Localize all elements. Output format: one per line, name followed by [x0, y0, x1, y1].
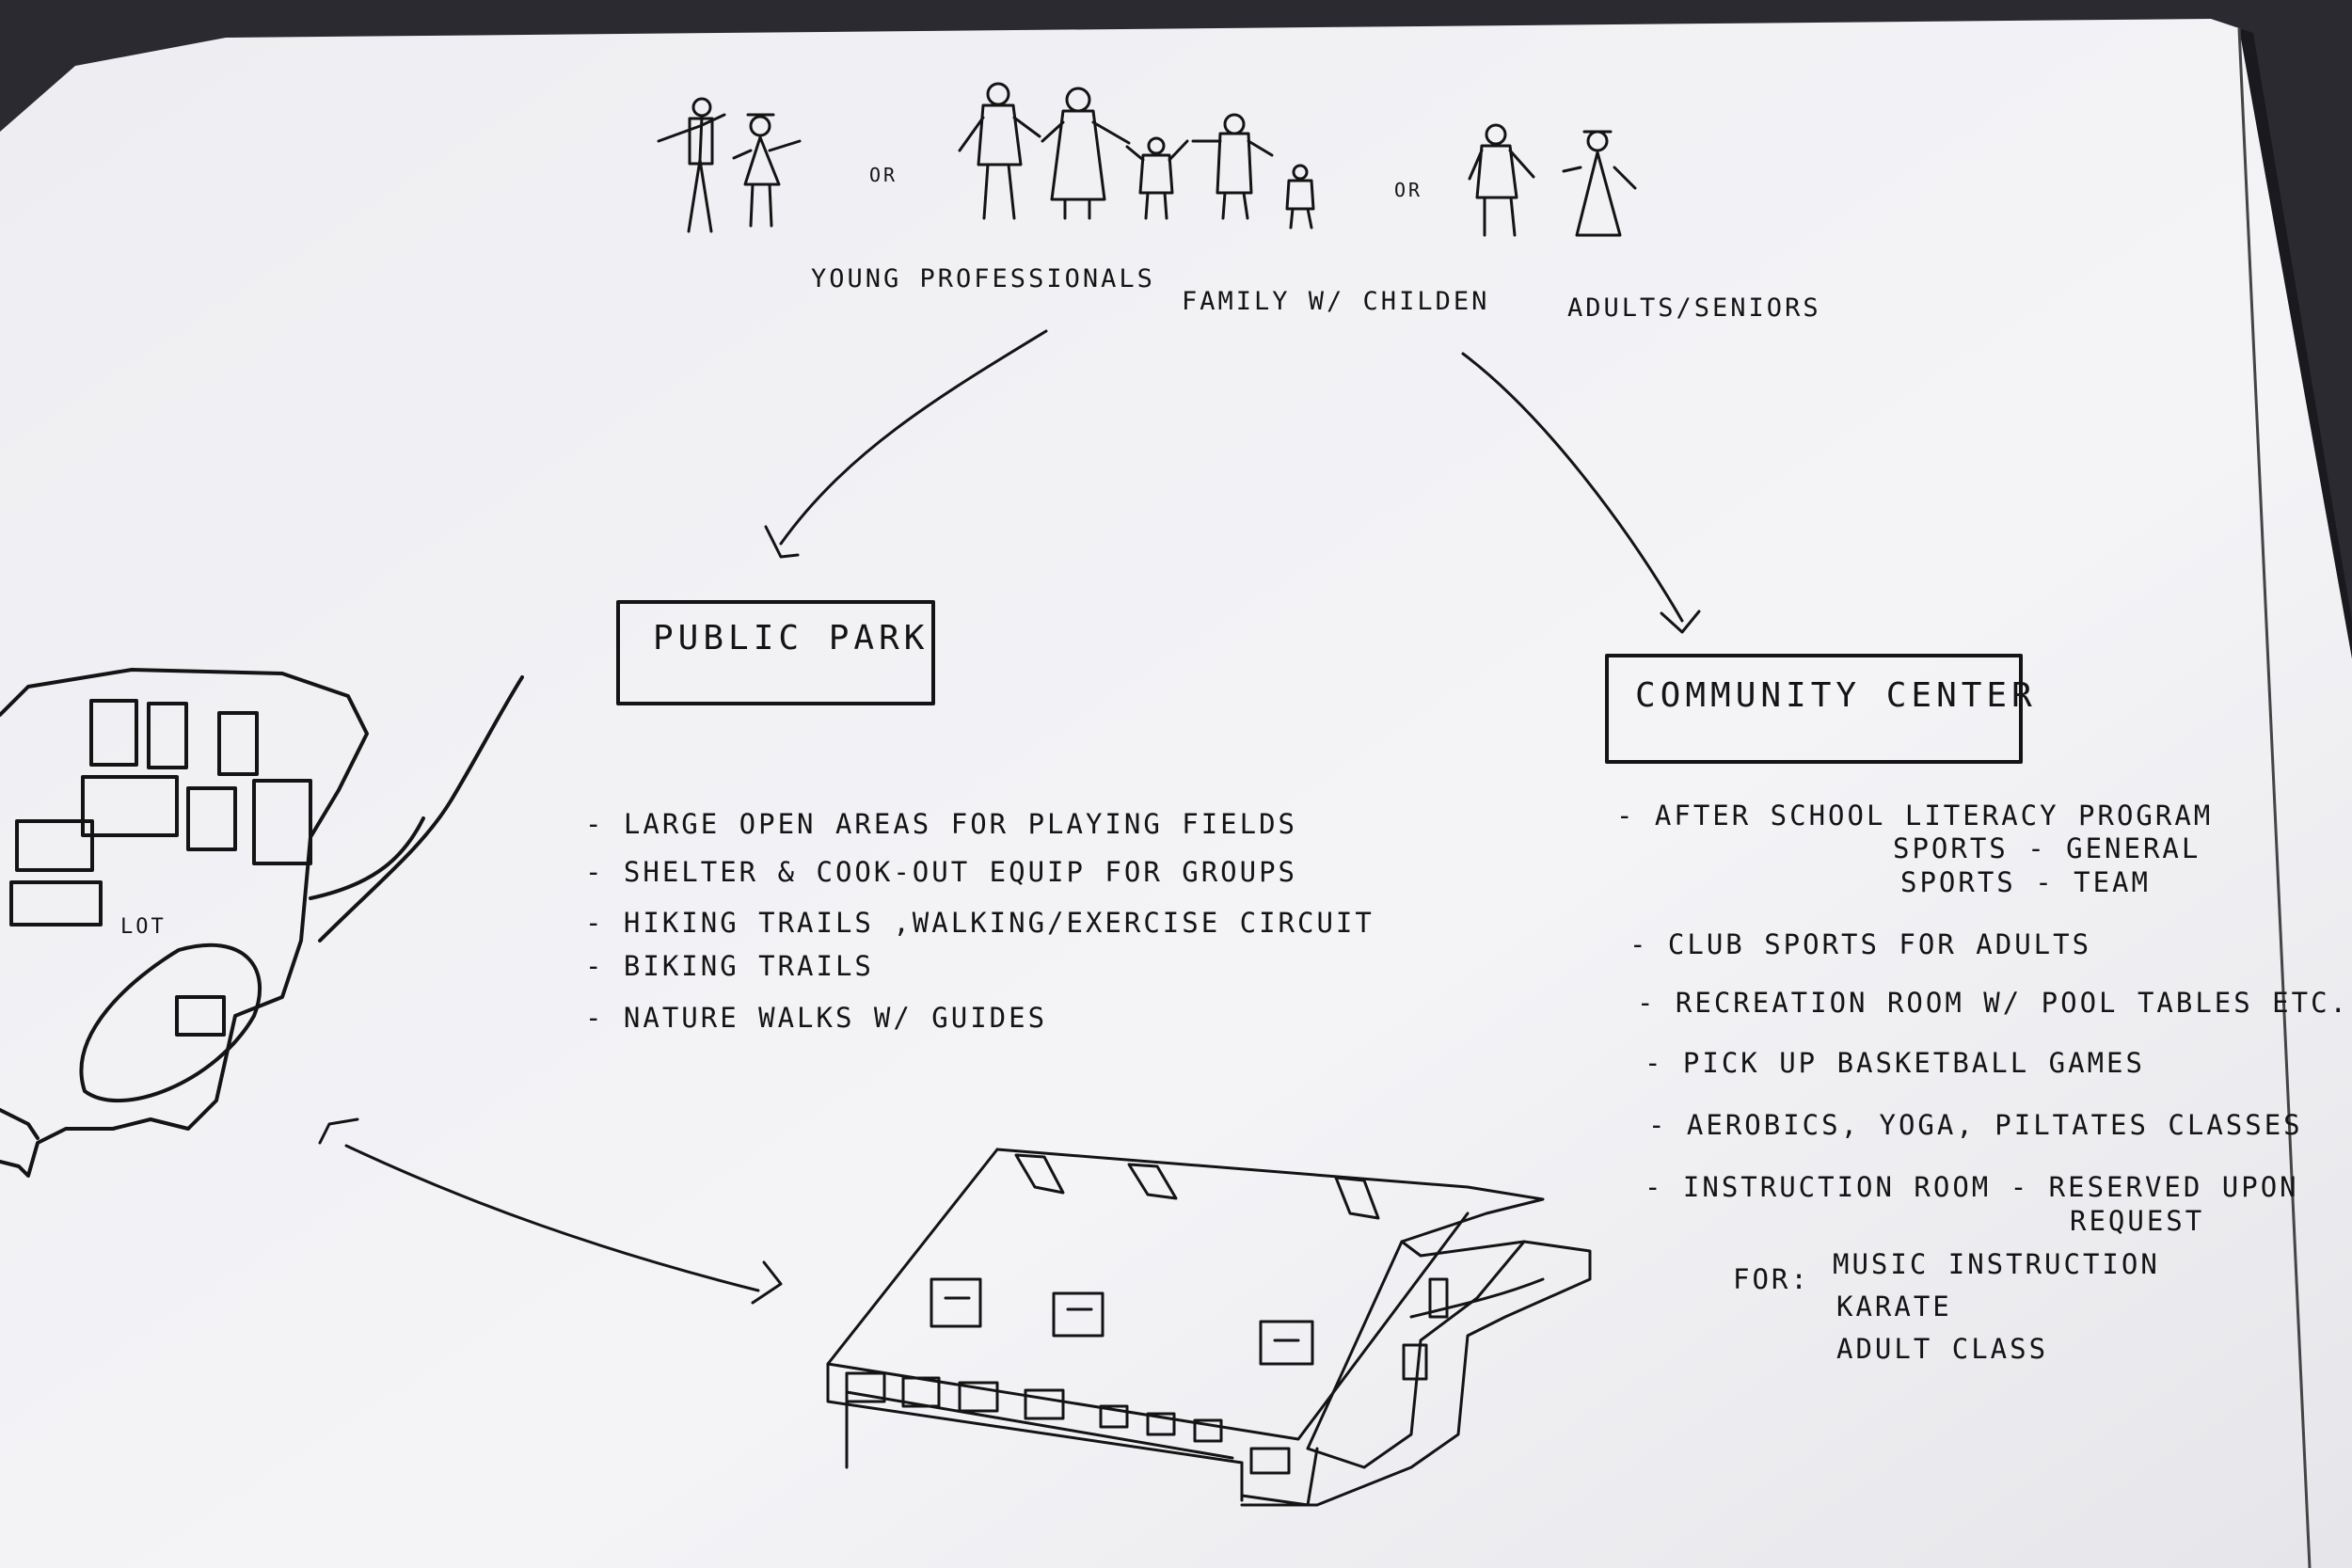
cc-item-3: - Pick up basketball games	[1645, 1047, 2145, 1079]
cc-instruction-cont: request	[2070, 1205, 2205, 1237]
cc-after-school: - After school literacy program	[1616, 800, 2214, 832]
community-center-box	[1605, 654, 2023, 764]
group-label-young-professionals: Young Professionals	[811, 264, 1155, 293]
cc-for-item-1: Music instruction	[1833, 1248, 2160, 1280]
park-item-2: - Shelter & cook-out equip for groups	[585, 856, 1298, 888]
cc-item-1: - Club sports for adults	[1629, 928, 2092, 960]
young-professionals-figures	[657, 97, 802, 233]
park-item-5: - Nature walks w/ guides	[585, 1002, 1048, 1034]
public-park-title: Public Park	[653, 619, 930, 657]
site-plan-map	[0, 668, 524, 1178]
adults-seniors-figures	[1468, 123, 1637, 237]
or-label-2: or	[1394, 179, 1423, 201]
cc-for-item-3: Adult class	[1836, 1333, 2049, 1365]
or-label-1: or	[869, 164, 898, 186]
cc-item-4: - Aerobics, yoga, piltates classes	[1648, 1109, 2303, 1141]
cc-after-school-sub-1: Sports - General	[1893, 832, 2201, 864]
arrow-to-community-center	[1461, 352, 1701, 634]
park-item-3: - Hiking trails ,walking/exercise circui…	[585, 907, 1375, 939]
cc-item-2: - Recreation room w/ pool tables etc...	[1637, 987, 2352, 1019]
group-label-family: Family w/ Childen	[1182, 287, 1490, 316]
community-center-title: Community Center	[1635, 676, 2037, 715]
park-item-4: - Biking trails	[585, 950, 874, 982]
cc-after-school-sub-2: Sports - Team	[1900, 866, 2151, 898]
group-label-adults-seniors: Adults/Seniors	[1567, 293, 1821, 323]
cc-for-label: For:	[1733, 1263, 1810, 1295]
public-park-box	[616, 600, 935, 705]
cc-for-item-2: Karate	[1836, 1291, 1952, 1323]
family-figures	[958, 82, 1315, 230]
site-plan-lot-label: Lot	[120, 915, 167, 939]
arrow-to-public-park	[764, 329, 1048, 559]
park-item-1: - Large open areas for playing fields	[585, 808, 1298, 840]
cc-item-5: - Instruction room - reserved upon	[1645, 1171, 2299, 1203]
community-center-building-sketch	[826, 1148, 1592, 1507]
arrow-site-to-building	[318, 1117, 783, 1305]
